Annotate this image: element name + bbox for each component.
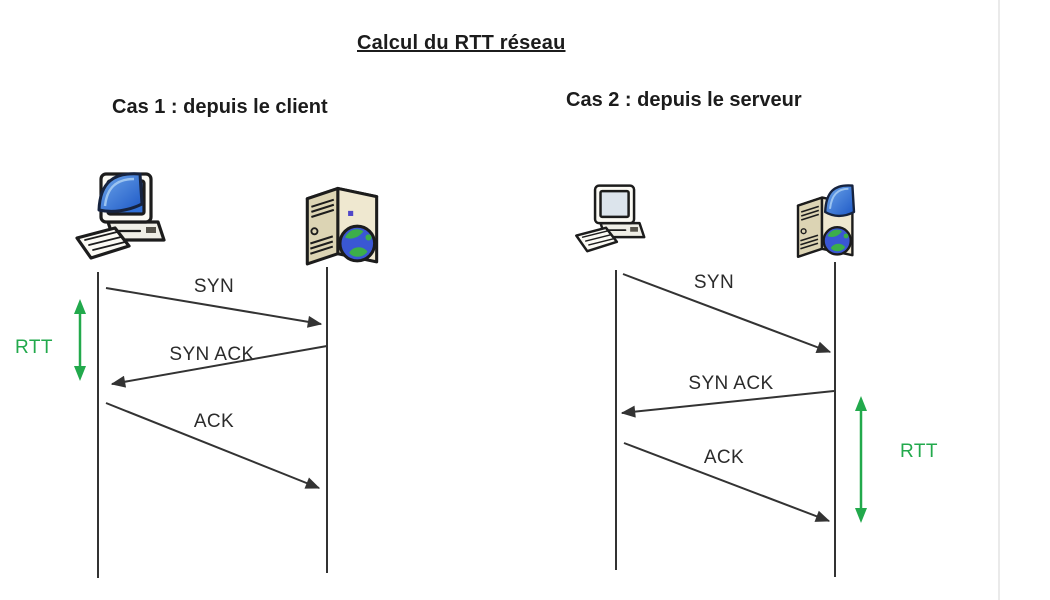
case2-syn-label: SYN <box>693 272 735 293</box>
blue-page-icon <box>824 184 856 218</box>
case2-server-icon <box>796 184 856 258</box>
case2-rtt-span-arrow <box>855 396 867 523</box>
diagram-title: Calcul du RTT réseau <box>357 32 566 54</box>
case1-ack-label: ACK <box>193 411 235 432</box>
case1-heading: Cas 1 : depuis le client <box>112 96 328 118</box>
case1-synack-label: SYN ACK <box>169 344 255 365</box>
case1-rtt-label: RTT <box>14 337 54 358</box>
blue-page-icon <box>97 172 144 213</box>
globe-icon <box>338 224 377 263</box>
case1-rtt-span-arrow <box>74 299 86 381</box>
page-edge-line <box>998 0 1000 600</box>
case1-client-computer-icon <box>75 172 166 260</box>
case1-syn-label: SYN <box>193 276 235 297</box>
case2-heading: Cas 2 : depuis le serveur <box>566 89 802 111</box>
case2-client-computer-icon <box>575 184 646 253</box>
globe-icon <box>822 226 852 256</box>
case2-rtt-label: RTT <box>899 441 939 462</box>
case2-synack-label: SYN ACK <box>688 373 774 394</box>
case1-server-icon <box>305 186 379 266</box>
case2-ack-label: ACK <box>703 447 745 468</box>
